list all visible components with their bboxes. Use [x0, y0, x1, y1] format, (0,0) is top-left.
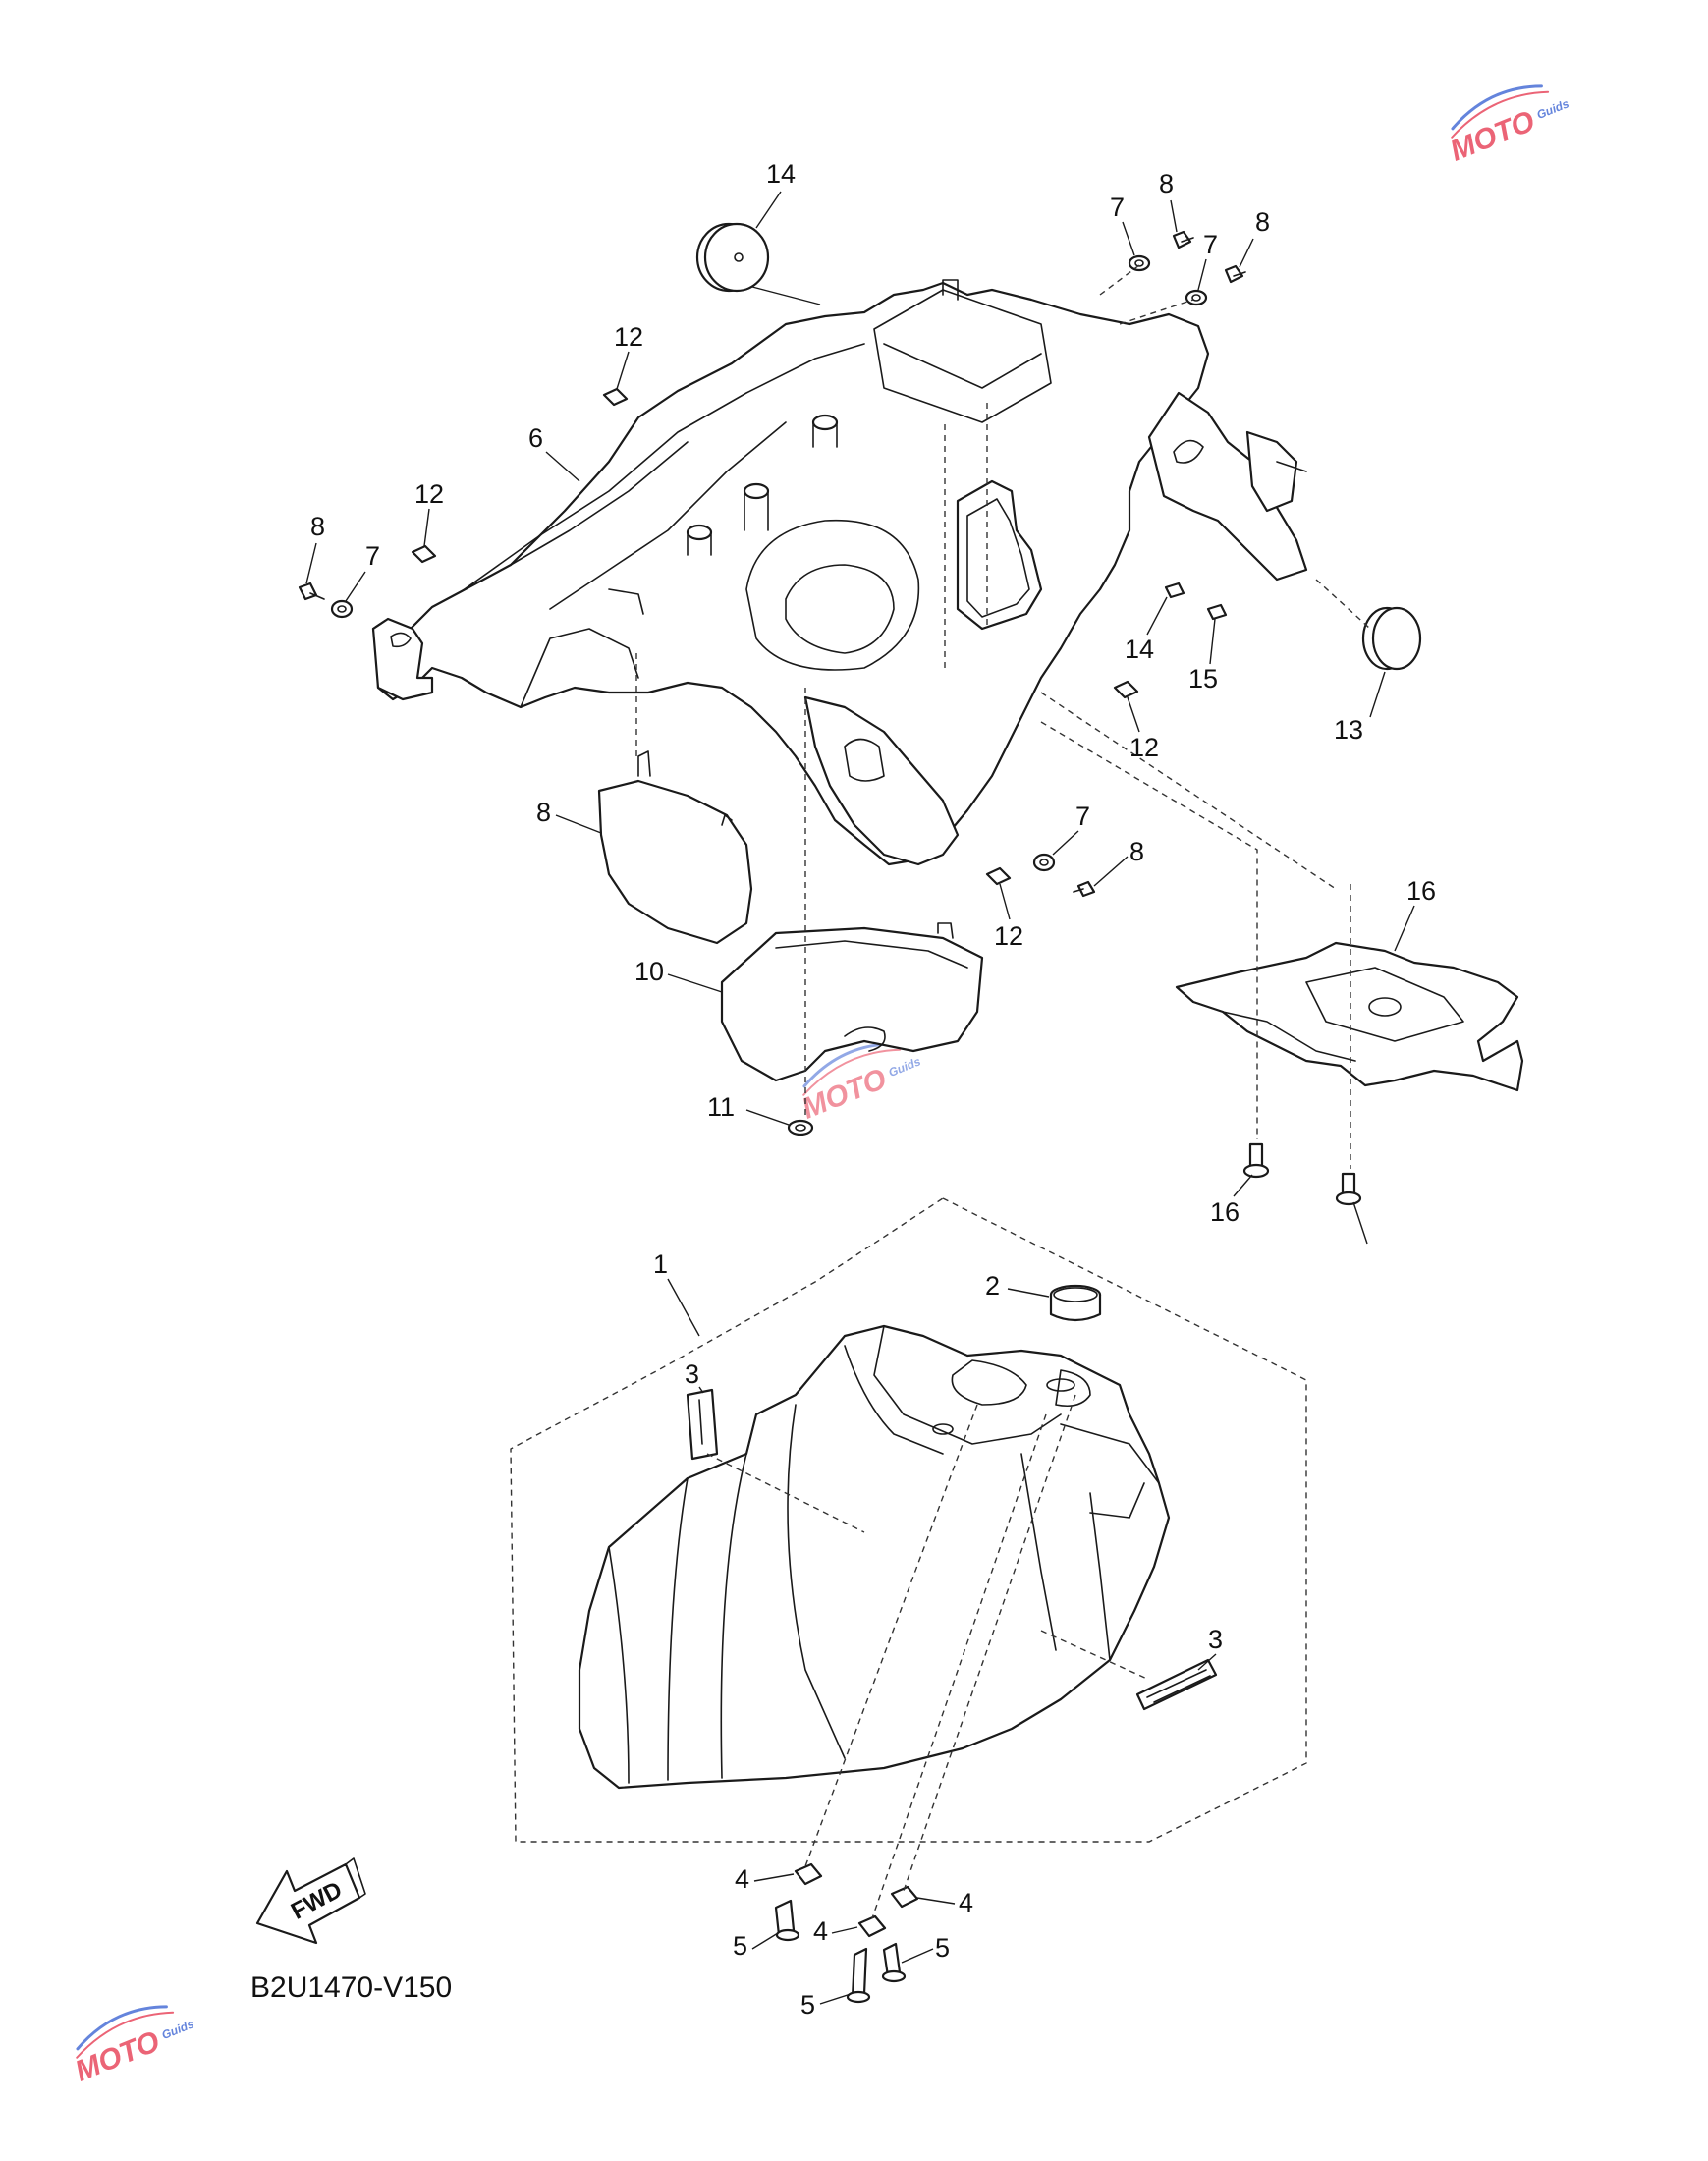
collar-top-a	[1128, 254, 1151, 272]
callout-5-b: 5	[935, 1933, 950, 1963]
callout-3-left: 3	[685, 1359, 699, 1389]
collar-mid	[1032, 853, 1056, 872]
callout-9: 8	[536, 798, 551, 827]
bolt-left	[298, 582, 325, 601]
callout-14-a: 14	[1125, 635, 1154, 664]
under-cover-15	[1175, 941, 1524, 1092]
callout-5-a: 5	[733, 1931, 747, 1961]
upper-guides	[635, 264, 1371, 1169]
cover-10	[720, 922, 984, 1082]
clip-nut-a	[602, 387, 629, 407]
callout-7-left: 7	[365, 541, 380, 571]
watermark-top-right: MOTO Guids	[1446, 84, 1571, 168]
nut-4b	[857, 1914, 887, 1938]
callout-1: 1	[653, 1249, 668, 1279]
bolt-16b	[1335, 1172, 1362, 1206]
fwd-arrow-icon: FWD	[255, 1857, 366, 1945]
cap-2	[1049, 1284, 1102, 1322]
callout-2: 2	[985, 1271, 1000, 1301]
callout-15: 16	[1406, 876, 1436, 906]
callout-7-top-b: 7	[1203, 230, 1218, 259]
nut-b	[1206, 603, 1228, 621]
cover-9	[597, 750, 753, 945]
callout-8-left: 8	[310, 512, 325, 541]
callout-12-d: 12	[994, 921, 1023, 951]
clip-nut-b	[411, 544, 437, 564]
watermark-sub-3: Guids	[160, 2017, 196, 2042]
callout-13-right: 13	[1334, 715, 1363, 745]
callout-4-a: 4	[735, 1864, 749, 1894]
callout-13-left: 14	[766, 159, 796, 189]
bolt-mid	[1073, 880, 1096, 898]
callout-8-top-a: 8	[1159, 169, 1174, 198]
nut-4c	[890, 1885, 919, 1909]
watermark-brand-2: MOTO	[798, 1063, 891, 1126]
callout-8-top-b: 8	[1255, 207, 1270, 237]
bolt-top-a	[1172, 230, 1194, 249]
callout-12-c: 12	[1129, 733, 1159, 762]
callout-12-a: 12	[614, 322, 643, 352]
inner-fender-body	[371, 279, 1308, 866]
watermark-bottom-left: MOTO Guids	[71, 2005, 196, 2088]
callout-14-b: 15	[1188, 664, 1218, 693]
nut-a	[1164, 582, 1185, 599]
clip-nut-d	[985, 866, 1012, 886]
watermark-brand-1: MOTO	[1446, 105, 1539, 168]
lower-guides	[706, 1394, 1150, 1919]
clip-nut-c	[1113, 680, 1139, 699]
emblem-left	[686, 1388, 719, 1461]
collar-top-b	[1185, 289, 1208, 306]
nut-4a	[794, 1862, 823, 1886]
front-fender-dashed-box	[510, 1197, 1307, 1843]
grommet-right	[1361, 606, 1422, 671]
callout-3-right: 3	[1208, 1625, 1223, 1654]
callout-16-a: 16	[1210, 1197, 1240, 1227]
bolt-16a	[1242, 1142, 1270, 1179]
callout-6: 6	[528, 423, 543, 453]
callout-12-b: 12	[414, 479, 444, 509]
diagram-code: B2U1470-V150	[250, 1971, 452, 2004]
screw-11	[787, 1119, 814, 1136]
collar-left	[330, 599, 354, 619]
watermark-sub-2: Guids	[887, 1054, 923, 1080]
bolt-5a	[774, 1899, 800, 1942]
callout-8-mid: 8	[1129, 837, 1144, 866]
callout-4-b: 4	[959, 1888, 973, 1917]
callout-10: 10	[634, 957, 664, 986]
grommet-left	[695, 222, 770, 293]
front-fender	[578, 1324, 1171, 1790]
callout-7-mid: 7	[1075, 802, 1090, 831]
watermark-sub-1: Guids	[1535, 96, 1571, 122]
callout-4-c: 4	[813, 1916, 828, 1946]
callout-5-c: 5	[800, 1990, 815, 2020]
emblem-right	[1135, 1658, 1218, 1711]
callout-7-top-a: 7	[1110, 193, 1125, 222]
watermark-brand-3: MOTO	[71, 2025, 164, 2088]
bolt-5c	[846, 1947, 871, 2004]
bolt-5b	[881, 1942, 907, 1983]
callouts: 14 7 8 7 8 12 6 12 8 7 14 15 13 12	[305, 159, 1436, 2020]
callout-11: 11	[707, 1092, 735, 1122]
bolt-top-b	[1224, 264, 1246, 284]
